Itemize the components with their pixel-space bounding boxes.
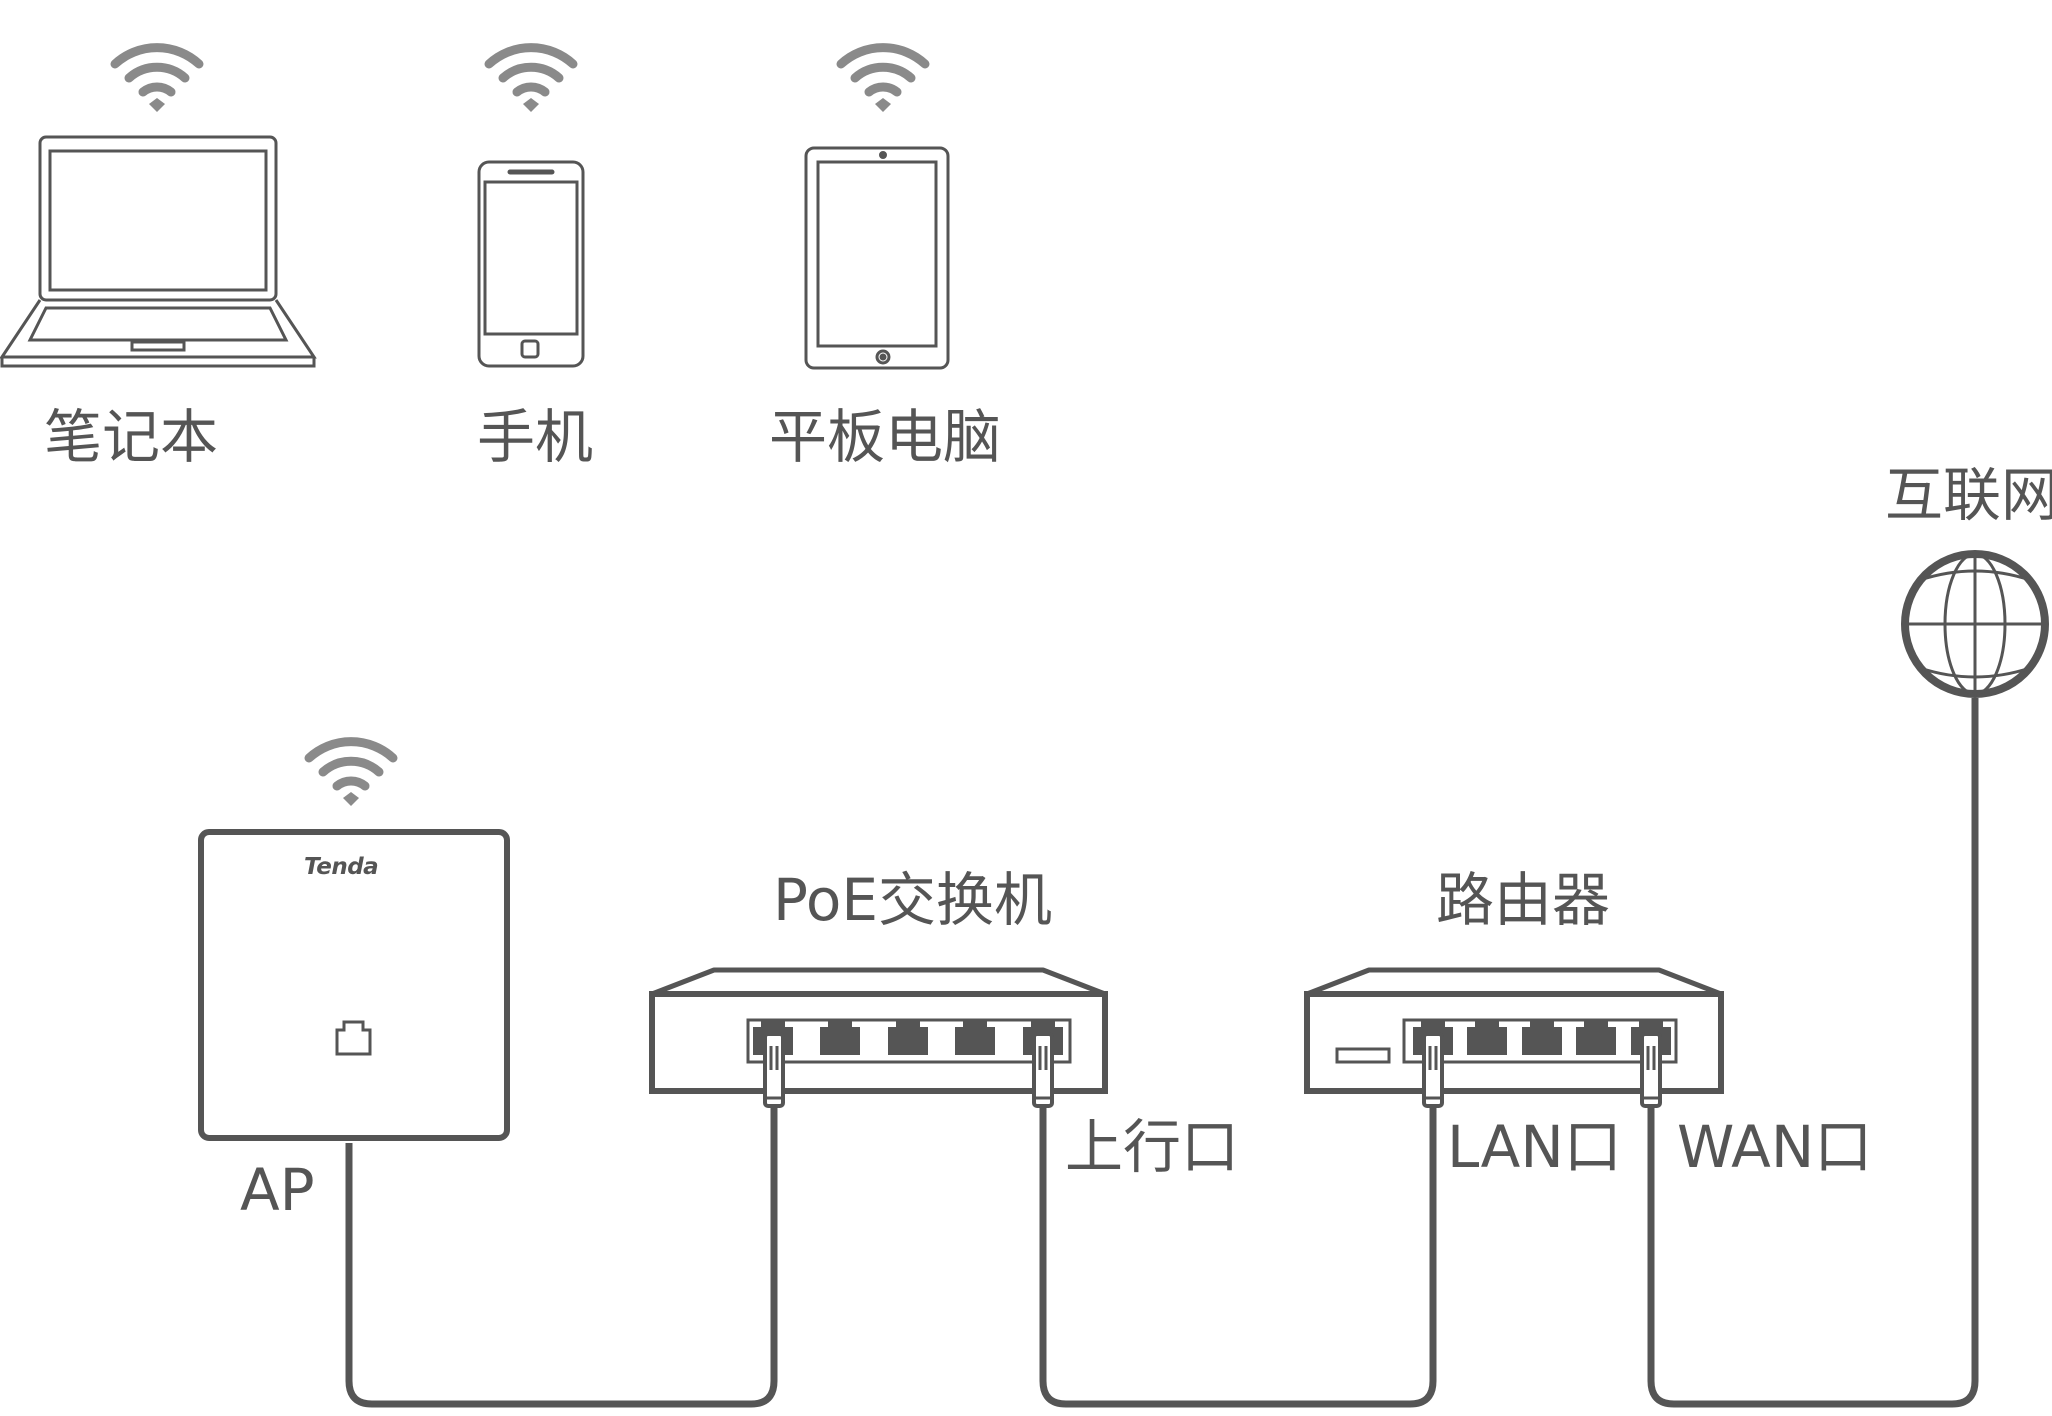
wan-port-label: WAN口 (1677, 1113, 1873, 1181)
uplink-port-label: 上行口 (1065, 1113, 1240, 1181)
poe-switch-device (649, 967, 1108, 1094)
lan-port-label: LAN口 (1447, 1113, 1622, 1181)
cables (345, 698, 1979, 1408)
phone-icon (477, 160, 585, 368)
laptop-wifi-icon (115, 48, 199, 112)
laptop-icon (0, 135, 317, 368)
cable-ap-to-switch (345, 1100, 778, 1408)
plug-router-lan-icon (1422, 1032, 1444, 1108)
plug-switch-ap-icon (763, 1032, 785, 1108)
phone-label: 手机 (477, 403, 594, 471)
tablet-wifi-icon (841, 48, 925, 112)
cable-router-wan-to-internet (1647, 698, 1979, 1408)
ap-device (198, 829, 510, 1141)
ap-wifi-icon (309, 742, 393, 806)
globe-icon (1901, 550, 2049, 698)
phone-wifi-icon (489, 48, 573, 112)
internet-label: 互联网 (1885, 461, 2052, 529)
plug-router-wan-icon (1640, 1032, 1662, 1108)
ethernet-port-icon (335, 1020, 372, 1056)
plug-switch-uplink-icon (1032, 1032, 1054, 1108)
ap-brand-logo: Tenda (304, 854, 379, 880)
cable-switch-uplink-to-router-lan (1039, 1100, 1437, 1408)
tablet-icon (804, 146, 950, 370)
tablet-label: 平板电脑 (769, 403, 1002, 471)
router-label: 路由器 (1436, 866, 1611, 934)
ap-label: AP (240, 1156, 315, 1224)
poe-switch-label: PoE交换机 (773, 866, 1053, 934)
laptop-label: 笔记本 (44, 403, 219, 471)
